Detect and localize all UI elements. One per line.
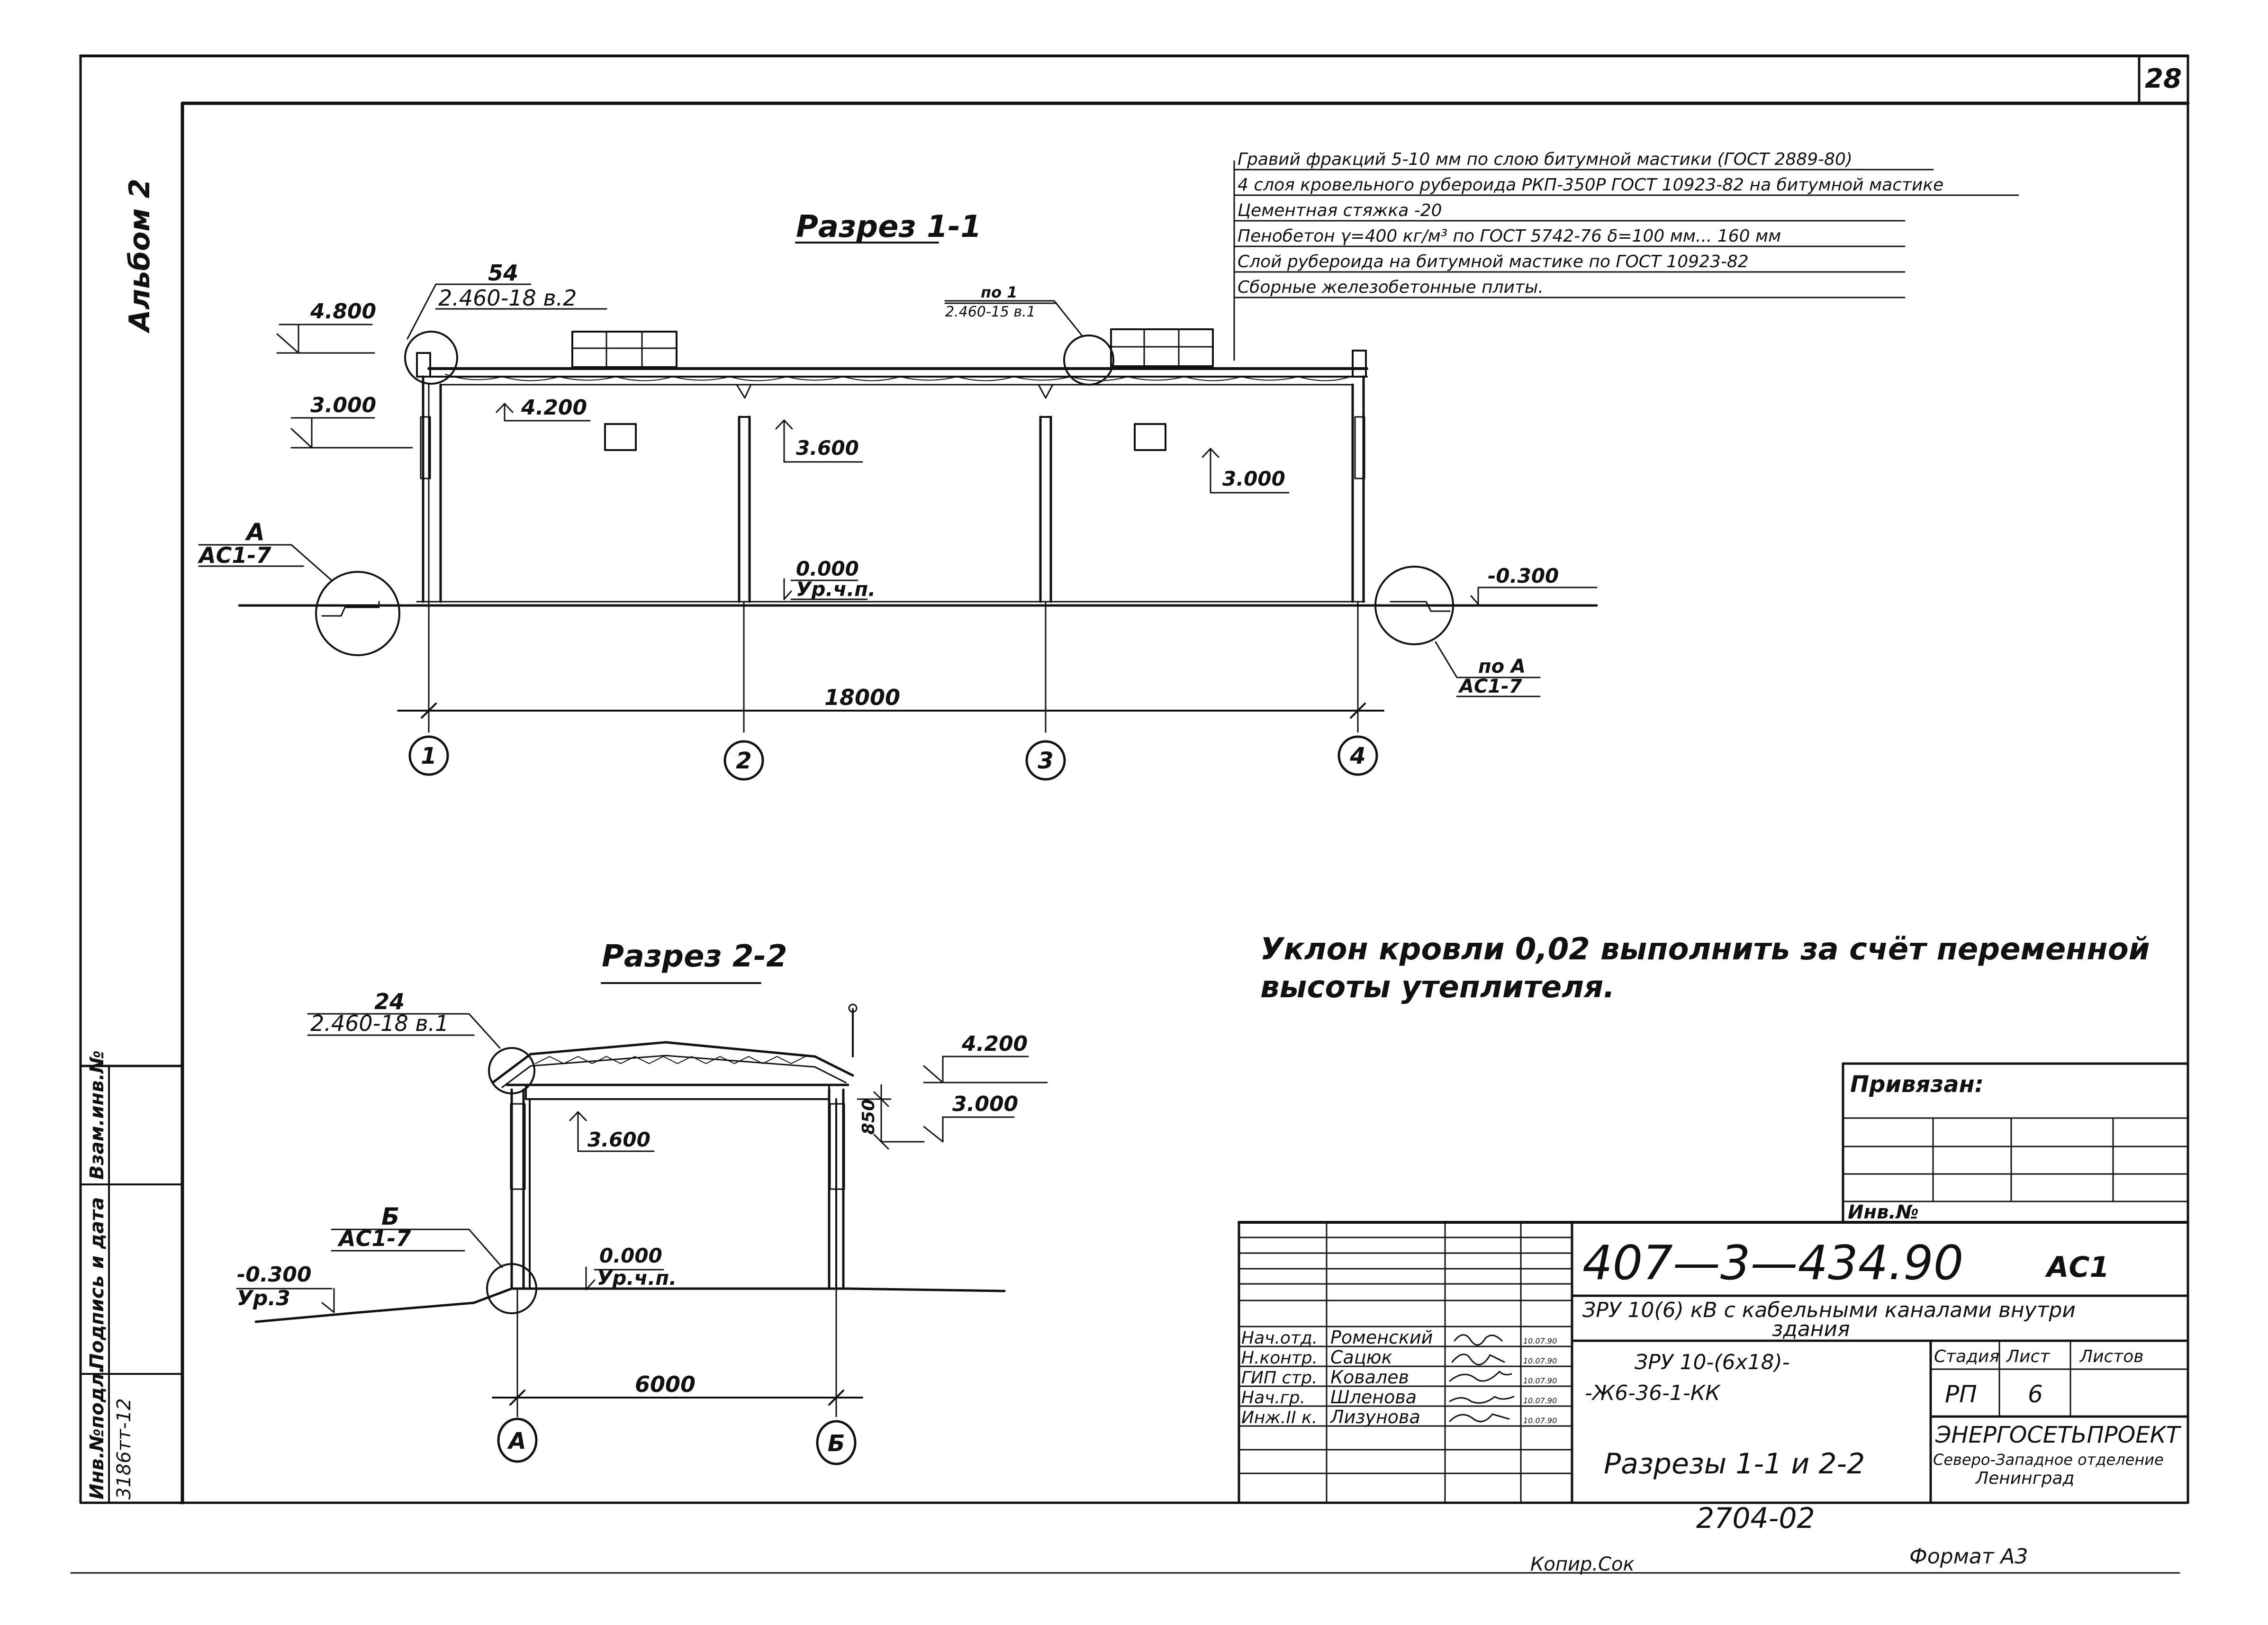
signatures <box>1449 1334 1515 1423</box>
stamp-list-label: Лист <box>2006 1347 2050 1366</box>
s11-level-m0300: -0.300 <box>1488 564 1559 587</box>
s11-nodeA-num: А <box>244 518 265 546</box>
s11-nodepoA-ref: АС1-7 <box>1458 676 1522 697</box>
section-1-1-drawing <box>198 283 1598 781</box>
s11-axis-2: 2 <box>736 748 751 774</box>
date-5: 10.07.90 <box>1523 1416 1557 1425</box>
s22-dim-850: 850 <box>859 1099 878 1135</box>
s11-axis-4: 4 <box>1349 743 1365 769</box>
s11-node54-ref: 2.460-18 в.2 <box>438 285 577 311</box>
title-block-grid <box>1238 1062 2189 1504</box>
roof-layer-1: Гравий фракций 5-10 мм по слою битумной … <box>1238 150 1852 169</box>
s11-level-3000-right: 3.000 <box>1222 467 1285 490</box>
name-3: Ковалев <box>1330 1367 1409 1388</box>
s11-axis-1: 1 <box>421 743 436 769</box>
bottom-number: 2704-02 <box>1696 1502 1815 1535</box>
left-strip <box>79 1065 184 1504</box>
s11-ur-4p: Ур.ч.п. <box>796 578 876 601</box>
stamp-org-3: Ленинград <box>1975 1469 2074 1488</box>
date-3: 10.07.90 <box>1523 1376 1557 1385</box>
date-4: 10.07.90 <box>1523 1396 1557 1405</box>
stamp-title-line2: здания <box>1772 1317 1850 1341</box>
roof-layer-3: Цементная стяжка -20 <box>1238 201 1442 220</box>
stamp-inv-no: Инв.№ <box>1848 1201 1919 1223</box>
role-2: Н.контр. <box>1241 1348 1318 1368</box>
s11-node54-num: 54 <box>488 260 518 286</box>
stamp-object-line2: -Ж6-36-1-КК <box>1585 1381 1721 1405</box>
s11-level-3600: 3.600 <box>796 436 859 460</box>
roof-layer-6: Сборные железобетонные плиты. <box>1238 278 1544 297</box>
roof-layer-5: Слой рубероида на битумной мастике по ГО… <box>1238 252 1749 271</box>
s11-level-3000-left: 3.000 <box>310 393 376 417</box>
name-2: Сацюк <box>1330 1347 1392 1368</box>
role-5: Инж.II к. <box>1241 1408 1317 1427</box>
role-1: Нач.отд. <box>1241 1328 1318 1348</box>
s22-level-3000: 3.000 <box>952 1092 1018 1116</box>
s22-node24-ref: 2.460-18 в.1 <box>310 1011 449 1036</box>
s22-dim-total: 6000 <box>635 1372 696 1397</box>
roof-layer-4: Пенобетон γ=400 кг/м³ по ГОСТ 5742-76 δ=… <box>1238 226 1781 246</box>
s11-level-4200: 4.200 <box>521 396 587 420</box>
stamp-stadia-label: Стадия <box>1934 1347 1999 1366</box>
stamp-object-line1: ЗРУ 10-(6х18)- <box>1635 1350 1790 1374</box>
left-strip-podpis: Подпись и дата <box>86 1197 108 1369</box>
date-2: 10.07.90 <box>1523 1356 1557 1365</box>
s11-level-4800: 4.800 <box>310 299 376 324</box>
stamp-code-suffix: АС1 <box>2045 1251 2109 1284</box>
section-2-2-title: Разрез 2-2 <box>602 939 787 974</box>
stamp-listov-label: Листов <box>2079 1347 2143 1366</box>
s11-nodepo1-ref: 2.460-15 в.1 <box>945 304 1036 320</box>
stamp-privyazan: Привязан: <box>1850 1071 1984 1098</box>
s11-dim-total: 18000 <box>824 685 900 710</box>
role-3: ГИП стр. <box>1241 1368 1318 1388</box>
s22-ur-4p: Ур.ч.п. <box>597 1266 677 1290</box>
roof-layer-2: 4 слоя кровельного рубероида РКП-350Р ГО… <box>1238 175 1943 195</box>
note-line-1: Уклон кровли 0,02 выполнить за счёт пере… <box>1260 932 2150 967</box>
s22-node24-num: 24 <box>374 989 405 1014</box>
s22-nodeB-num: Б <box>381 1203 399 1230</box>
s22-ur3: Ур.3 <box>237 1286 290 1310</box>
s22-nodeB-ref: АС1-7 <box>337 1226 411 1251</box>
stamp-sheet-title: Разрезы 1-1 и 2-2 <box>1604 1447 1865 1481</box>
name-1: Роменский <box>1330 1327 1433 1348</box>
stamp-org-1: ЭНЕРГОСЕТЬПРОЕКТ <box>1935 1422 2182 1448</box>
left-strip-vzam: Взам.инв.№ <box>86 1050 108 1180</box>
role-4: Нач.гр. <box>1241 1388 1305 1408</box>
sheet-number: 28 <box>2145 63 2182 94</box>
date-1: 10.07.90 <box>1523 1336 1557 1345</box>
note-line-2: высоты утеплителя. <box>1260 970 1615 1005</box>
section-2-2-drawing <box>236 1003 1048 1465</box>
stamp-title-line1: ЗРУ 10(6) кВ с кабельными каналами внутр… <box>1582 1298 2076 1322</box>
stamp-list: 6 <box>2028 1381 2043 1408</box>
s22-axis-B: Б <box>828 1430 845 1457</box>
s11-nodepo1-num: по 1 <box>981 283 1018 301</box>
left-strip-inv-value: 3186тт-12 <box>113 1398 135 1499</box>
name-5: Лизунова <box>1329 1407 1420 1427</box>
s22-level-4200: 4.200 <box>961 1032 1028 1056</box>
s11-nodeA-ref: АС1-7 <box>198 542 271 568</box>
s11-axis-3: 3 <box>1038 748 1053 774</box>
section-1-1-title: Разрез 1-1 <box>796 209 982 244</box>
bottom-format: Формат А3 <box>1909 1544 2028 1569</box>
name-4: Шленова <box>1330 1387 1417 1408</box>
s22-level-0000: 0.000 <box>599 1244 662 1267</box>
roof-layer-lines <box>1233 160 2019 361</box>
stamp-org-2: Северо-Западное отделение <box>1933 1451 2164 1469</box>
stamp-code: 407—3—434.90 <box>1582 1235 1963 1291</box>
s22-axis-A: А <box>506 1428 526 1454</box>
s11-nodepoA-num: по А <box>1478 656 1526 677</box>
s11-level-0000: 0.000 <box>796 557 859 580</box>
s22-level-m0300: -0.300 <box>237 1263 311 1287</box>
left-strip-inv-podl: Инв.№подл. <box>86 1366 108 1499</box>
stamp-stadia: РП <box>1945 1381 1977 1408</box>
sheet-frame <box>70 54 2190 1574</box>
album-label: Альбом 2 <box>123 179 156 334</box>
bottom-kopiroval: Копир.Сок <box>1530 1553 1635 1575</box>
s22-level-3600: 3.600 <box>587 1128 651 1151</box>
